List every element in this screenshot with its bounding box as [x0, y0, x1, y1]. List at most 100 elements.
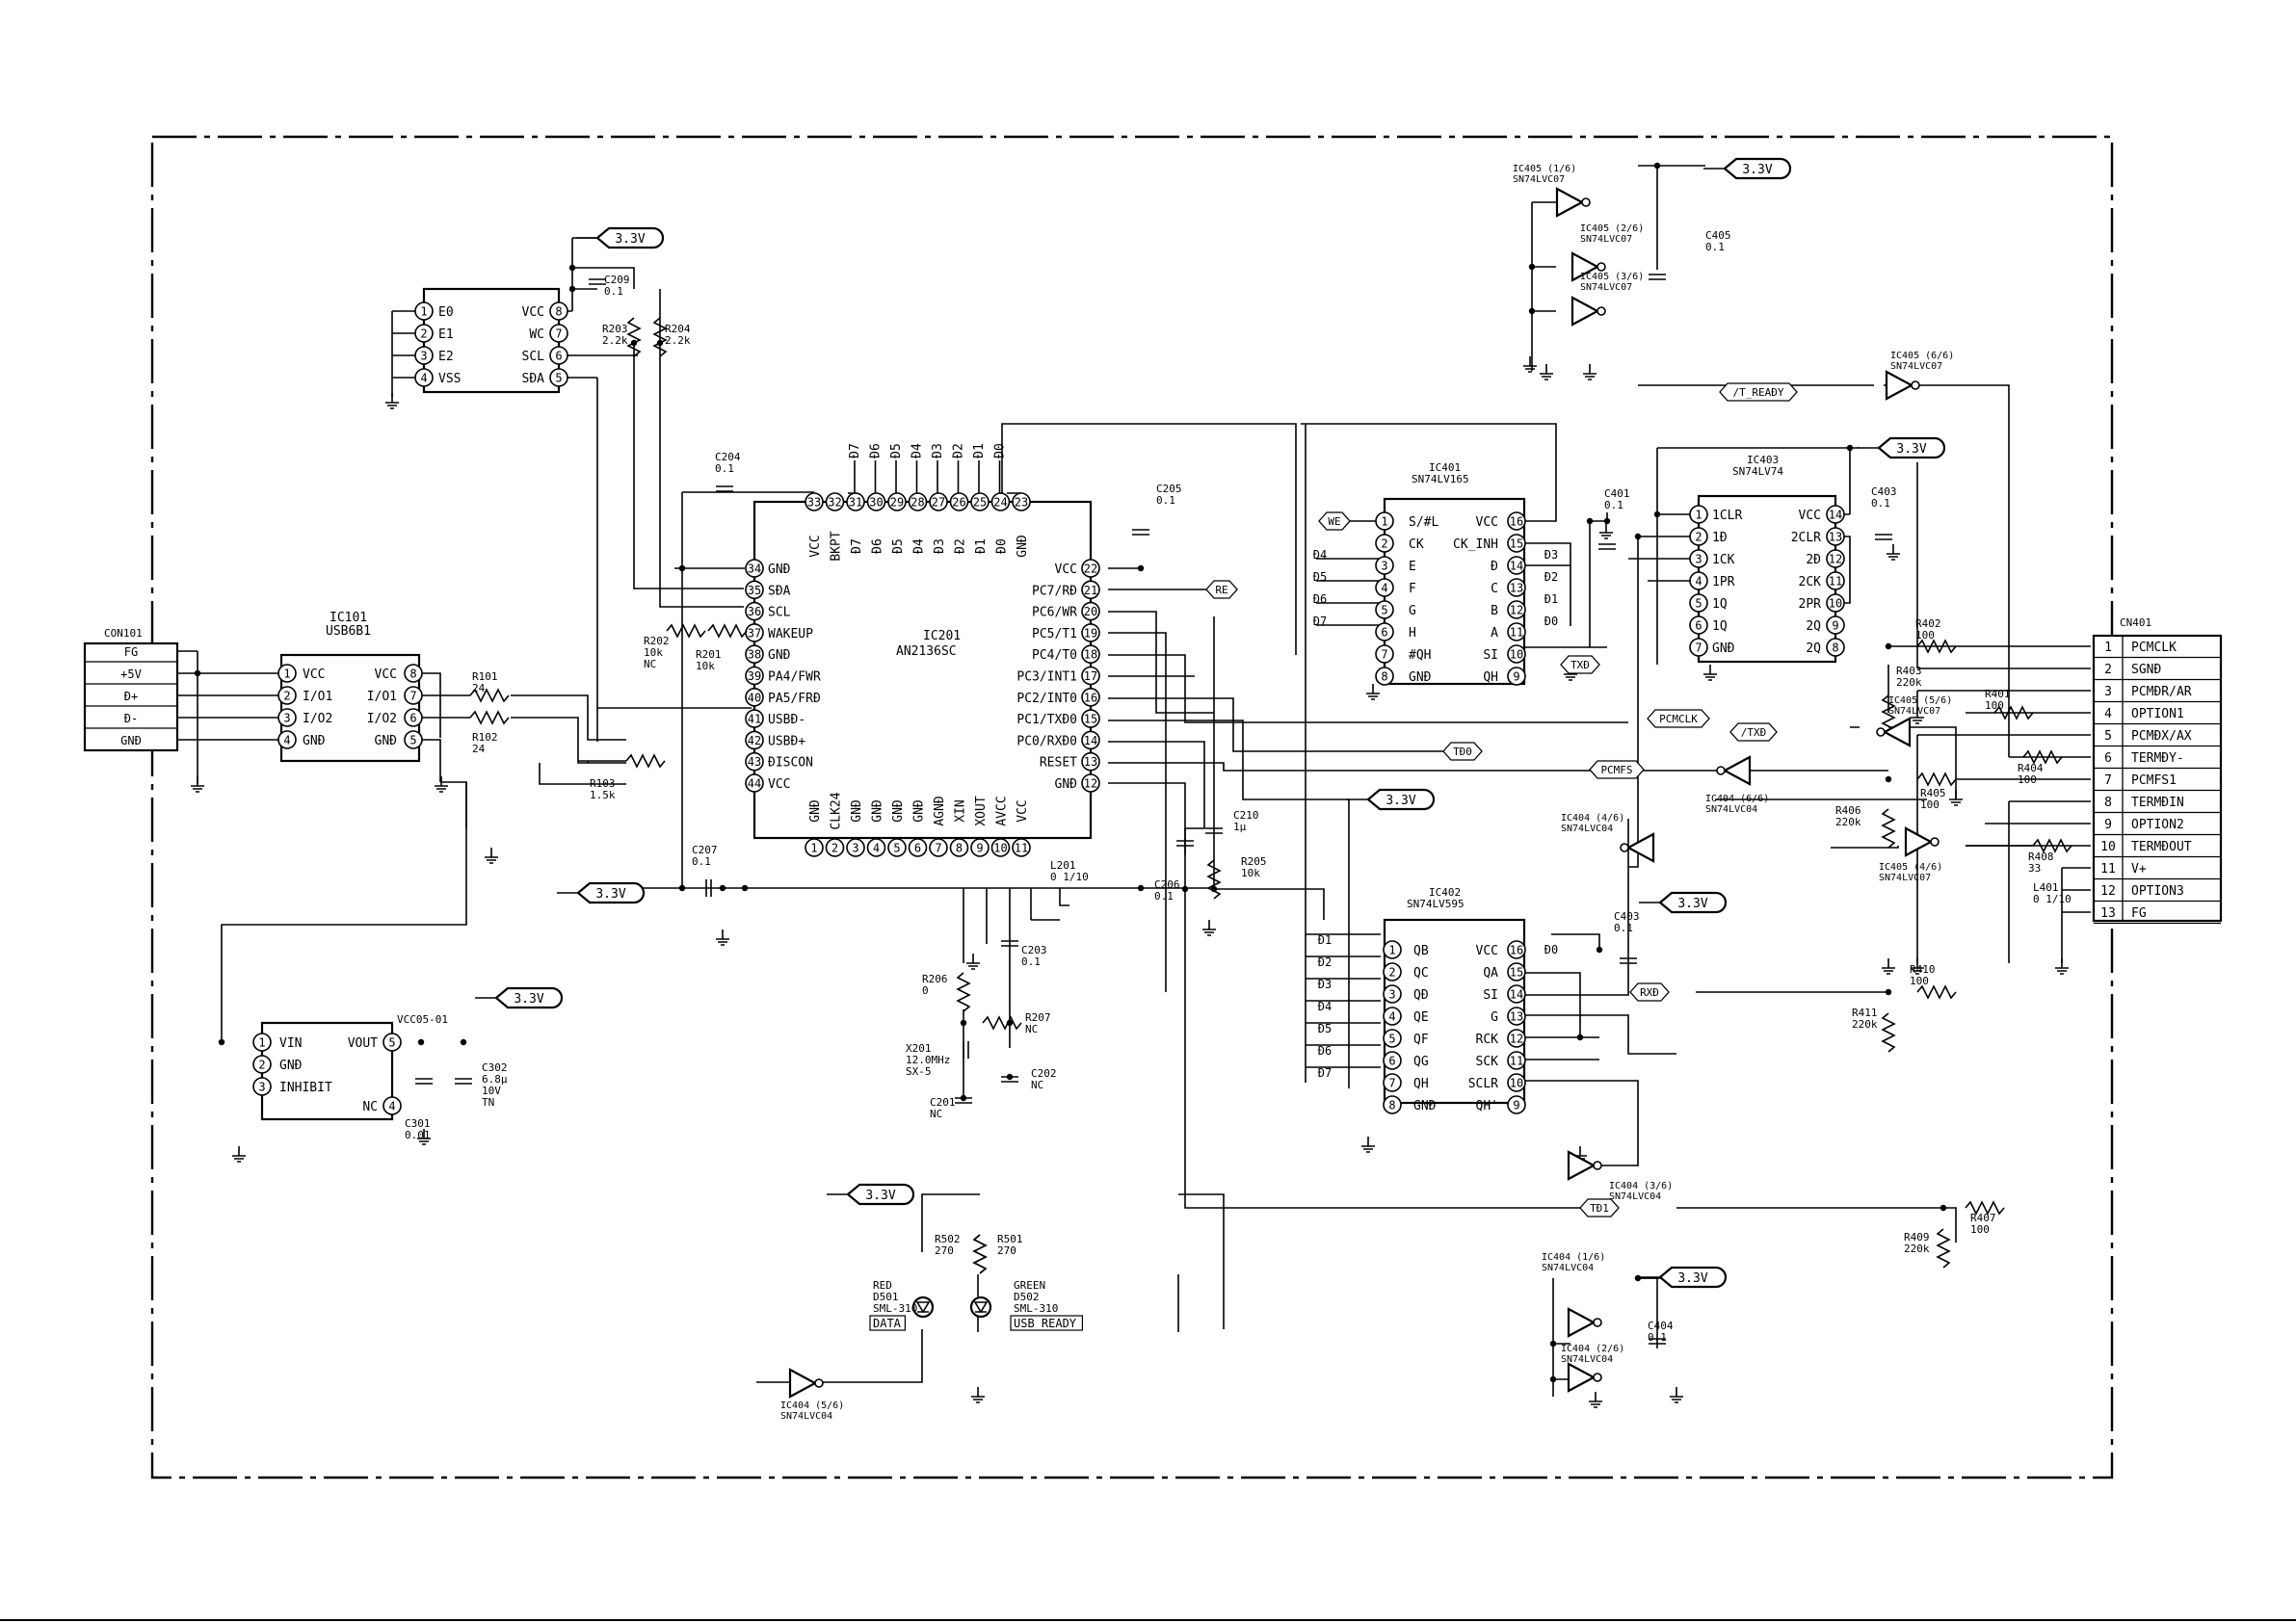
pin-circle	[383, 1033, 402, 1052]
pin-name: GNĐ	[871, 799, 885, 822]
pin-number: 13	[1510, 582, 1523, 595]
pin-name: I/O1	[367, 690, 397, 704]
pin-name: VIN	[279, 1036, 302, 1051]
component-value: 0.1	[1021, 955, 1041, 968]
component-value: 220k	[1896, 676, 1922, 689]
pin-circle	[1081, 559, 1100, 578]
pin-number: 12	[1829, 553, 1842, 566]
resistor-symbol	[1206, 859, 1222, 900]
component-ref: C403	[1871, 485, 1897, 498]
pin-circle	[414, 324, 434, 343]
ground-symbol-lines	[966, 954, 980, 970]
ground-symbol	[1882, 958, 1895, 975]
pin-circle	[929, 838, 948, 857]
pin-name: VSS	[438, 372, 461, 386]
component-value: 1.5k	[590, 789, 616, 801]
pin-name: 2Q	[1806, 641, 1821, 656]
buffer-triangle	[1555, 187, 1585, 218]
power-tag-3v3: 3.3V	[1639, 1266, 1728, 1289]
pin-circle	[252, 1055, 272, 1074]
cn401-pin-number: 12	[2100, 884, 2116, 899]
component-ref: C210	[1233, 809, 1259, 822]
net-tag-text: TXĐ	[1570, 659, 1590, 671]
pin-number: 13	[1510, 1010, 1523, 1024]
pin-name: 1CK	[1712, 553, 1735, 567]
pin-name: Đ2	[954, 538, 968, 554]
buffer-ref: IC404 (5/6)	[780, 1400, 844, 1411]
capacitor-symbol	[1649, 274, 1666, 280]
net-tag-text: /TXĐ	[1741, 726, 1767, 739]
ic402-body	[1383, 918, 1526, 1105]
pin-name: SCK	[1476, 1055, 1499, 1069]
pin-circle	[1507, 962, 1526, 982]
pin-name: INHIBIT	[279, 1081, 332, 1095]
component-ref: R103	[590, 777, 616, 790]
resistor-symbol	[1881, 808, 1896, 849]
pin-circle	[1375, 600, 1394, 619]
buffer-bubble	[1593, 1373, 1602, 1382]
buffer-triangle	[788, 1368, 818, 1399]
net-tag: RXĐ	[1629, 982, 1670, 1002]
pin-name: 2PR	[1799, 597, 1822, 612]
pin-number: 15	[1510, 966, 1523, 980]
pin-name: QA	[1483, 966, 1498, 981]
pin-name: XOUT	[974, 796, 989, 825]
pin-name: S/#L	[1409, 515, 1438, 530]
component-extra: TN	[482, 1096, 494, 1109]
pin-circle	[414, 301, 434, 321]
pin-circle	[1826, 527, 1845, 546]
component-value: 0.1	[1604, 499, 1623, 511]
pin-name: QG	[1413, 1055, 1429, 1069]
cn401-pin-number: 3	[2104, 685, 2112, 699]
pin-name: BKPT	[830, 531, 844, 561]
power-tag-3v3: 3.3V	[827, 1183, 915, 1206]
pin-circle	[1507, 622, 1526, 641]
component-value: 0.1	[692, 855, 711, 868]
cn401-pin-name: TERMĐOUT	[2131, 840, 2192, 854]
pin-name: WC	[529, 327, 544, 342]
data-bus-label: Đ7	[848, 443, 862, 458]
net-tag: /TXĐ	[1729, 722, 1778, 742]
pin-circle	[1383, 1007, 1402, 1026]
pin-circle	[383, 1096, 402, 1115]
pin-number: 6	[1388, 1055, 1395, 1068]
pin-name: 2CLR	[1791, 531, 1821, 545]
ground-symbol	[1540, 364, 1553, 380]
data-bus-label: Đ2	[952, 443, 966, 458]
buffer-ref: IC405 (1/6)	[1513, 164, 1576, 174]
pin-number: 4	[388, 1100, 395, 1113]
component-value: 6.8µ	[482, 1073, 508, 1086]
power-tag-3v3: 3.3V	[576, 226, 665, 249]
pin-number: 11	[1510, 626, 1523, 640]
buffer-triangle	[1722, 755, 1752, 786]
pin-number: 2	[258, 1059, 265, 1072]
led-body	[969, 1296, 992, 1319]
power-tag-text: 3.3V	[615, 232, 645, 247]
pin-circle	[1081, 687, 1100, 707]
pin-number: 9	[1832, 619, 1838, 633]
net-tag-text: RXĐ	[1640, 986, 1659, 999]
component-ref: X201	[906, 1042, 932, 1055]
pin-circle	[277, 664, 297, 683]
component-ref: L401	[2033, 881, 2059, 894]
junction-dot	[1137, 564, 1145, 572]
pin-number: 8	[409, 668, 416, 681]
buffer-part: SN74LVC07	[1879, 873, 1931, 883]
component-ref: C301	[405, 1117, 431, 1130]
led-diode	[973, 1301, 989, 1314]
